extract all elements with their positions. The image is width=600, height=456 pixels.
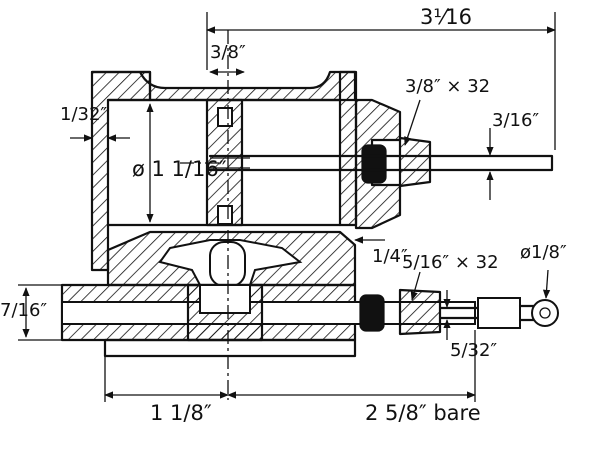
dim-wall-thickness: 1/32″ bbox=[60, 104, 107, 125]
base-plate bbox=[103, 338, 357, 358]
center-lines bbox=[180, 30, 229, 400]
right-wall bbox=[338, 70, 358, 227]
dim-left-height: 7/16″ bbox=[0, 300, 47, 321]
valve-block bbox=[106, 230, 357, 287]
dim-bore-diameter: ø 1 1/16″ bbox=[132, 157, 227, 181]
steam-chest bbox=[354, 98, 402, 230]
rod-coupling bbox=[477, 297, 521, 329]
rod-thread-top bbox=[210, 157, 250, 169]
dim-eye-diameter: ø1/8″ bbox=[520, 242, 567, 263]
dim-thread-bottom: 5/16″ × 32 bbox=[402, 252, 499, 273]
eye-hole bbox=[539, 307, 551, 319]
slide-assembly bbox=[60, 283, 559, 358]
dim-rod-bottom: 5/32″ bbox=[450, 340, 497, 361]
dim-rod-top: 3/16″ bbox=[492, 110, 539, 131]
dim-overall-length: 3⅟16 bbox=[420, 5, 472, 29]
dim-thread-top: 3/8″ × 32 bbox=[405, 76, 490, 97]
dim-step: 1/4″ bbox=[372, 246, 408, 267]
slide-valve-cavity bbox=[199, 284, 251, 314]
dim-right-length: 2 5/8″ bare bbox=[365, 401, 481, 425]
valve-rod bbox=[438, 306, 480, 320]
eye-end bbox=[531, 299, 559, 327]
cylinder-body bbox=[90, 70, 554, 272]
dimension-lines bbox=[18, 12, 556, 402]
dimension-labels: 3⅟16 3/8″ 1/32″ ø 1 1/16″ 3/8″ × 32 3/16… bbox=[0, 5, 567, 425]
gland-nut-bottom bbox=[398, 288, 442, 336]
dim-left-length: 1 1/8″ bbox=[150, 401, 212, 425]
piston-slot-bottom bbox=[217, 205, 233, 225]
piston bbox=[205, 98, 244, 227]
gland-nut-top bbox=[398, 136, 432, 188]
piston-rod-top bbox=[208, 154, 554, 172]
gland-packing-bottom bbox=[359, 294, 385, 332]
piston-slot-top bbox=[217, 107, 233, 127]
gland-packing-top bbox=[361, 144, 387, 184]
dim-slide-width: 3/8″ bbox=[210, 42, 246, 63]
